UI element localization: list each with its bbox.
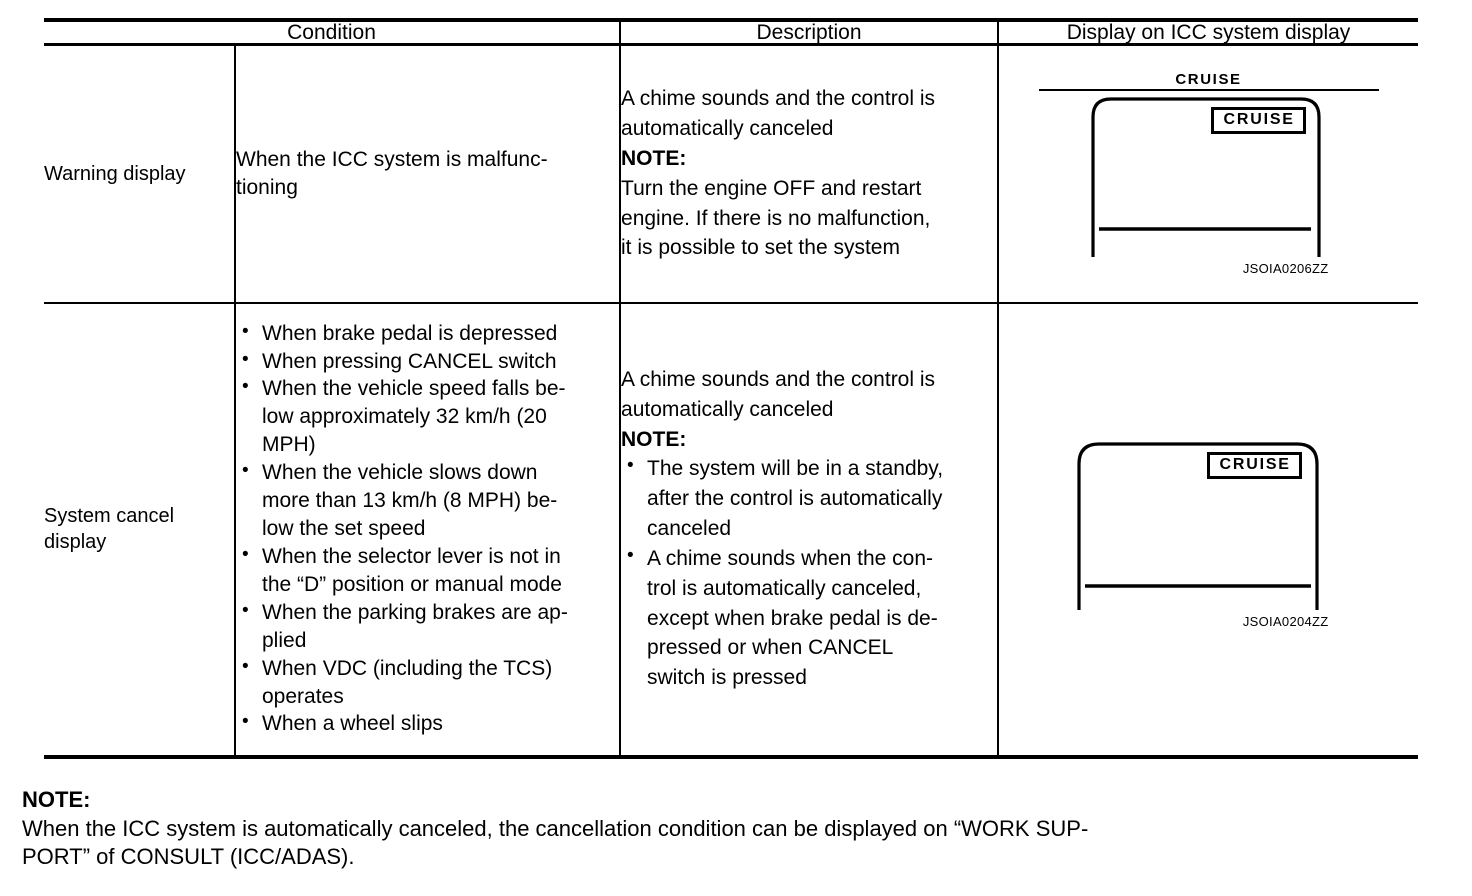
column-header-display: Display on ICC system display xyxy=(998,22,1419,46)
condition-line: When the ICC system is malfunc- xyxy=(236,147,548,171)
illustration-caption: JSOIA0206ZZ xyxy=(1242,261,1329,277)
bullet-line: except when brake pedal is de- xyxy=(647,606,938,630)
bullet-line: When a wheel slips xyxy=(262,712,443,736)
bullet-line: more than 13 km/h (8 MPH) be- xyxy=(262,489,558,513)
cruise-indicator-badge: CRUISE xyxy=(1210,107,1306,135)
bottom-note-line: PORT” of CONSULT (ICC/ADAS). xyxy=(22,844,355,870)
bullet-line: When the selector lever is not in xyxy=(262,544,561,568)
bottom-note-line: When the ICC system is automatically can… xyxy=(22,815,1089,841)
bullet-line: trol is automatically canceled, xyxy=(647,576,922,600)
icc-condition-table-container: Condition Description Display on ICC sys… xyxy=(44,18,1419,759)
list-item: When a wheel slips xyxy=(236,709,619,738)
row-label-system-cancel-display: System cancel display xyxy=(44,302,236,755)
meter-outline-svg xyxy=(1090,97,1321,258)
meter-screen-graphic: CRUISE xyxy=(1039,91,1379,259)
note-line: it is possible to set the system xyxy=(621,236,900,260)
bullet-line: operates xyxy=(262,684,344,708)
list-item: When the parking brakes are ap- plied xyxy=(236,598,619,655)
description-line: automatically canceled xyxy=(621,117,834,141)
bullet-line: low approximately 32 km/h (20 xyxy=(262,405,547,429)
cell-condition-warning: When the ICC system is malfunc- tioning xyxy=(235,44,622,304)
meter-outline-svg xyxy=(1076,441,1319,610)
list-item: When pressing CANCEL switch xyxy=(236,347,619,376)
list-item: When the vehicle slows down more than 13… xyxy=(236,458,619,543)
table-header-row: Condition Description Display on ICC sys… xyxy=(44,22,1419,46)
bullet-line: canceled xyxy=(647,517,732,541)
row-label-text: Warning display xyxy=(44,162,186,185)
bullet-line: The system will be in a standby, xyxy=(647,457,944,481)
meter-screen-graphic: CRUISE xyxy=(1039,430,1379,612)
icc-display-illustration-1: CRUISE CRUISE JSOIA0206ZZ xyxy=(1038,71,1379,277)
description-line: automatically canceled xyxy=(621,397,834,421)
column-header-description: Description xyxy=(620,22,1000,46)
cell-display-warning: CRUISE CRUISE JSOIA0206ZZ xyxy=(998,44,1419,304)
bottom-note-heading: NOTE: xyxy=(22,787,91,812)
table-row: System cancel display When brake pedal i… xyxy=(44,302,1418,755)
row-label-text: display xyxy=(44,531,107,553)
table-row: Warning display When the ICC system is m… xyxy=(44,44,1419,304)
bullet-line: low the set speed xyxy=(262,517,426,541)
cell-condition-system-cancel: When brake pedal is depressed When press… xyxy=(235,302,622,755)
list-item: When VDC (including the TCS) operates xyxy=(236,654,619,711)
note-line: engine. If there is no malfunction, xyxy=(621,206,931,230)
note-line: Turn the engine OFF and restart xyxy=(621,176,922,200)
bullet-line: after the control is automatically xyxy=(647,487,943,511)
icc-display-illustration-2: CRUISE JSOIA0204ZZ xyxy=(1039,430,1379,629)
description-line: A chime sounds and the control is xyxy=(621,368,936,392)
table-top-rule xyxy=(44,18,1418,22)
condition-line: tioning xyxy=(236,175,298,199)
column-header-condition: Condition xyxy=(44,22,622,46)
bullet-line: When brake pedal is depressed xyxy=(262,321,558,345)
row-label-warning-display: Warning display xyxy=(44,44,236,304)
bullet-line: When the vehicle speed falls be- xyxy=(262,377,566,401)
list-item: A chime sounds when the con- trol is aut… xyxy=(621,543,997,693)
bullet-line: When pressing CANCEL switch xyxy=(262,349,557,373)
description-note-bullet-list: The system will be in a standby, after t… xyxy=(621,453,997,693)
cell-description-system-cancel: A chime sounds and the control is automa… xyxy=(620,302,1000,755)
bullet-line: switch is pressed xyxy=(647,666,807,690)
list-item: The system will be in a standby, after t… xyxy=(621,453,997,543)
cell-display-system-cancel: CRUISE JSOIA0204ZZ xyxy=(998,303,1418,755)
icc-condition-table: Condition Description Display on ICC sys… xyxy=(44,22,1419,755)
illustration-caption: JSOIA0204ZZ xyxy=(1242,613,1329,629)
list-item: When brake pedal is depressed xyxy=(236,319,619,348)
row-label-text: System cancel xyxy=(44,505,175,527)
cell-description-warning: A chime sounds and the control is automa… xyxy=(620,44,1000,304)
list-item: When the vehicle speed falls be- low app… xyxy=(236,374,619,459)
illustration-underline xyxy=(1038,89,1379,92)
note-label: NOTE: xyxy=(621,146,687,170)
condition-bullet-list: When brake pedal is depressed When press… xyxy=(236,319,619,739)
bullet-line: pressed or when CANCEL xyxy=(647,636,894,660)
illustration-title-cruise: CRUISE xyxy=(1175,71,1242,89)
note-label: NOTE: xyxy=(621,427,687,451)
cruise-indicator-badge: CRUISE xyxy=(1206,451,1302,479)
bullet-line: When the parking brakes are ap- xyxy=(262,600,568,624)
description-line: A chime sounds and the control is xyxy=(621,87,936,111)
bullet-line: A chime sounds when the con- xyxy=(647,546,934,570)
bullet-line: When the vehicle slows down xyxy=(262,461,538,485)
bullet-line: MPH) xyxy=(262,433,316,457)
bullet-line: When VDC (including the TCS) xyxy=(262,656,553,680)
bullet-line: the “D” position or manual mode xyxy=(262,572,562,596)
bottom-note-block: NOTE: When the ICC system is automatical… xyxy=(22,786,1452,872)
list-item: When the selector lever is not in the “D… xyxy=(236,542,619,599)
bullet-line: plied xyxy=(262,628,307,652)
table-bottom-rule xyxy=(44,754,1418,759)
